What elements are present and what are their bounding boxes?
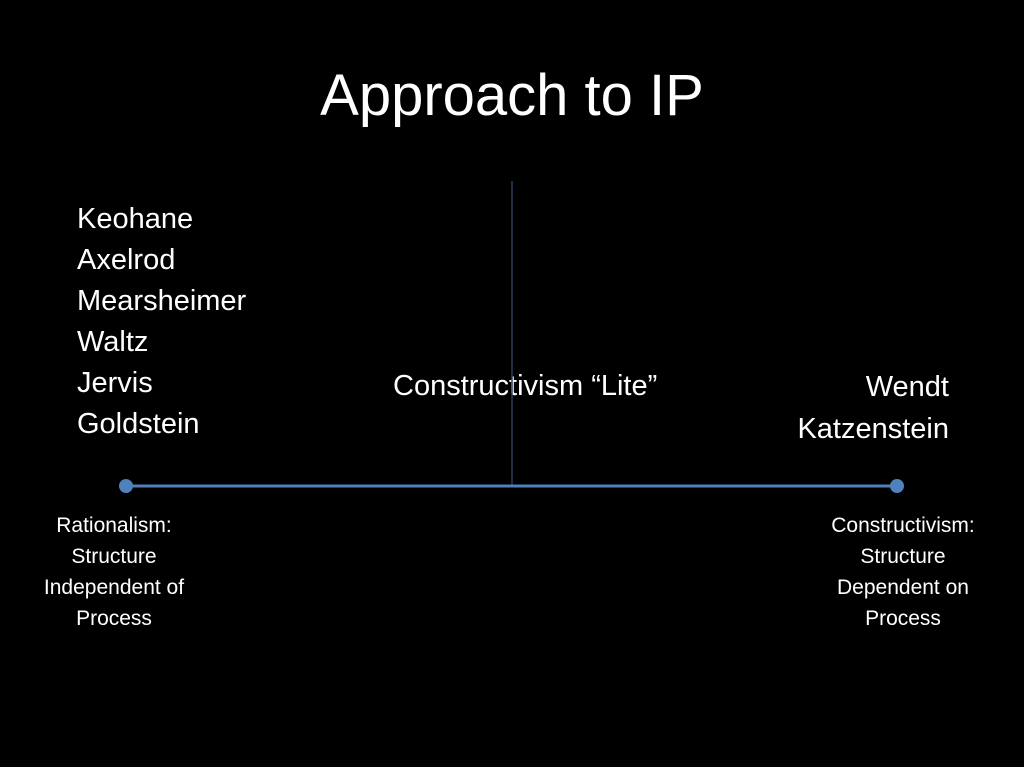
scholar-name: Goldstein bbox=[77, 408, 200, 440]
scholar-name: Wendt bbox=[865, 371, 949, 403]
caption-line: Structure bbox=[71, 545, 157, 568]
caption-line: Independent of bbox=[43, 576, 185, 599]
scholar-name: Axelrod bbox=[77, 244, 176, 276]
center-label: Constructivism “Lite” bbox=[393, 370, 658, 402]
scholar-name: Waltz bbox=[77, 326, 149, 358]
constructivism-caption: Constructivism: Structure Dependent on P… bbox=[803, 510, 1003, 634]
caption-line: Constructivism: bbox=[831, 514, 975, 537]
caption-line: Rationalism: bbox=[56, 514, 172, 537]
slide-title: Approach to IP bbox=[320, 63, 704, 128]
scholar-name: Mearsheimer bbox=[77, 285, 247, 317]
caption-line: Dependent on bbox=[837, 576, 969, 599]
caption-line: Process bbox=[865, 607, 941, 630]
caption-line: Structure bbox=[860, 545, 946, 568]
scholar-name: Katzenstein bbox=[797, 413, 949, 445]
scholar-name: Keohane bbox=[77, 203, 194, 235]
caption-line: Process bbox=[76, 607, 152, 630]
rationalist-scholars-list: Keohane Axelrod Mearsheimer Waltz Jervis… bbox=[77, 199, 246, 445]
rationalism-caption: Rationalism: Structure Independent of Pr… bbox=[14, 510, 214, 634]
left-endpoint-dot bbox=[119, 479, 133, 493]
scholar-name: Jervis bbox=[77, 367, 153, 399]
right-endpoint-dot bbox=[890, 479, 904, 493]
constructivist-scholars-list: Wendt Katzenstein bbox=[797, 366, 949, 450]
